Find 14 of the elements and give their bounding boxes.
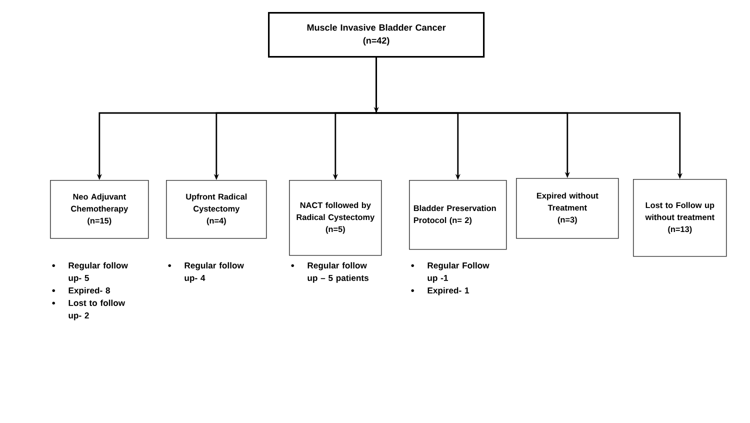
process-box: Muscle Invasive Bladder Cancer (n=42) (268, 12, 485, 58)
process-box: Neo Adjuvant Chemotherapy (n=15) (50, 180, 149, 239)
bullet-item: Expired- 8 (52, 287, 110, 296)
bullet-item: Regular follow up – 5 patients (291, 262, 368, 283)
process-box: Expired without Treatment (n=3) (516, 178, 619, 239)
process-box: Upfront Radical Cystectomy (n=4) (166, 180, 267, 239)
bullet-item: Lost to follow up- 2 (52, 300, 126, 320)
bullet-item: Regular follow up- 5 (52, 262, 128, 283)
process-box: Lost to Follow up without treatment (n=13) (633, 179, 727, 257)
bullet-item: Regular follow up- 4 (168, 262, 244, 283)
bullet-item: Regular Follow up -1 (411, 262, 490, 283)
bullet-item: Expired- 1 (411, 287, 470, 296)
process-box: Bladder Preservation Protocol (n= 2) (409, 180, 507, 250)
process-box: NACT followed by Radical Cystectomy (n=5) (289, 180, 382, 256)
